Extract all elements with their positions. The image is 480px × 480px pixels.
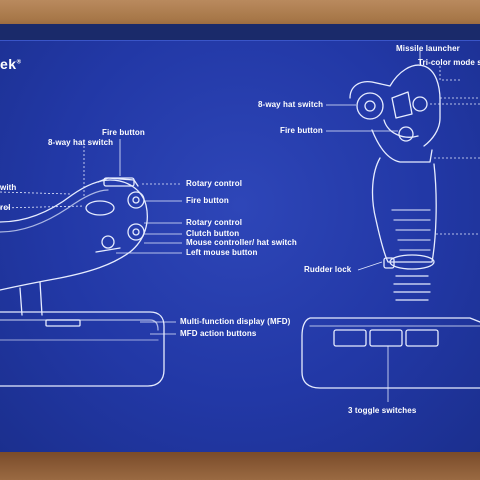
label-fire-button-stick: Fire button <box>280 126 323 135</box>
brand-trademark: ® <box>16 59 22 66</box>
label-rudder-lock: Rudder lock <box>304 265 352 274</box>
label-rotary-control-1: Rotary control <box>186 179 243 188</box>
label-hat-switch-stick: 8-way hat switch <box>258 100 324 109</box>
joystick-illustration <box>301 64 480 389</box>
label-missile-launcher: Missile launcher <box>396 44 460 53</box>
label-partial-trol: rol <box>0 203 11 212</box>
label-toggle-switches: 3 toggle switches <box>348 406 417 415</box>
brand-text: ek <box>0 56 17 72</box>
throttle-illustration <box>0 177 165 387</box>
wooden-table-bottom <box>0 452 480 480</box>
label-clutch-button: Clutch button <box>186 229 240 238</box>
label-left-mouse-button: Left mouse button <box>186 248 258 257</box>
label-fire-button-mid: Fire button <box>186 196 229 205</box>
label-partial-with: with <box>0 183 17 192</box>
label-rotary-control-2: Rotary control <box>186 218 243 227</box>
label-mouse-controller: Mouse controller/ hat switch <box>186 238 297 247</box>
label-mfd: Multi-function display (MFD) <box>180 317 291 326</box>
label-tri-color-mode: Tri-color mode s <box>418 58 480 67</box>
brand-logo-partial: ek® <box>0 56 22 72</box>
label-mfd-buttons: MFD action buttons <box>180 329 257 338</box>
label-fire-button-top: Fire button <box>102 128 145 137</box>
label-hat-switch-throttle: 8-way hat switch <box>48 138 114 147</box>
